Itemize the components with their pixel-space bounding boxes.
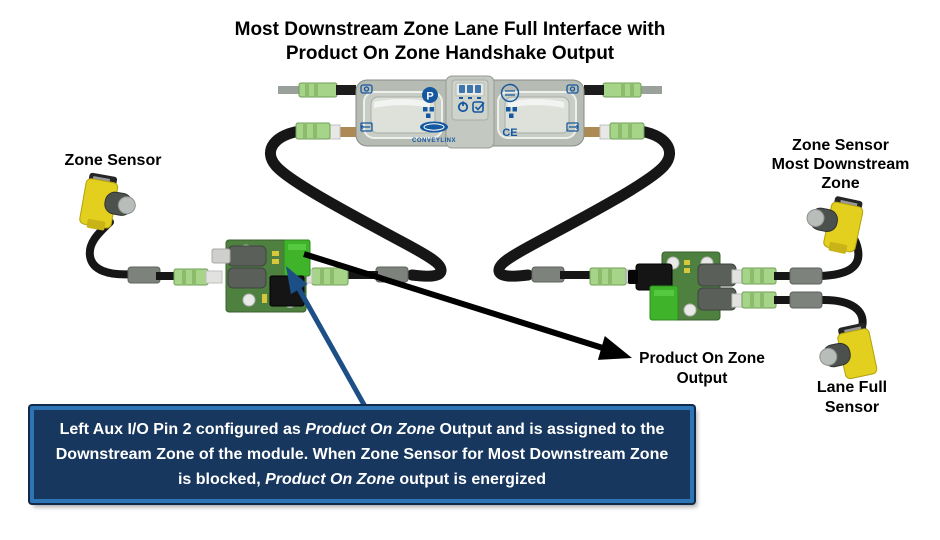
svg-text:P: P bbox=[426, 91, 433, 103]
left-sensor-port bbox=[338, 127, 356, 137]
m8-receptacle bbox=[227, 245, 267, 267]
m8-receptacle bbox=[697, 263, 737, 287]
right-breakout-board bbox=[531, 251, 823, 321]
right-motor-stub-cable bbox=[638, 86, 662, 94]
ce-mark: CE bbox=[502, 127, 517, 139]
callout-box: Left Aux I/O Pin 2 configured as Product… bbox=[30, 406, 694, 503]
zone-sensor-left-cable bbox=[85, 218, 138, 279]
left-motor-stub-cable bbox=[278, 86, 302, 94]
etl-logo-icon bbox=[500, 83, 520, 103]
m8-receptacle bbox=[697, 287, 737, 311]
callout-italic-2: Product On Zone bbox=[265, 471, 395, 488]
cable-ferrule bbox=[531, 266, 565, 283]
zone-sensor-most-downstream-label: Zone Sensor Most Downstream Zone bbox=[771, 137, 910, 192]
display-digits bbox=[459, 85, 481, 99]
m8-connector-green bbox=[741, 291, 777, 309]
io-arrows-icon bbox=[360, 122, 373, 132]
power-icon bbox=[457, 101, 469, 113]
callout-italic-1: Product On Zone bbox=[305, 421, 436, 438]
m8-connector-green bbox=[741, 267, 777, 285]
motor-icon bbox=[566, 84, 579, 94]
brand-oval-icon bbox=[420, 121, 448, 133]
page-title: Most Downstream Zone Lane Full Interface… bbox=[100, 18, 800, 66]
io-arrows-icon bbox=[566, 122, 579, 132]
right-fan-icon bbox=[506, 107, 517, 118]
module-left-cable bbox=[265, 125, 447, 282]
zone-sensor-label: Zone Sensor bbox=[64, 152, 162, 169]
check-icon bbox=[472, 101, 485, 113]
callout-text-3: output is energized bbox=[394, 471, 547, 488]
title-line-1: Most Downstream Zone Lane Full Interface… bbox=[234, 19, 666, 40]
module-right-cable bbox=[493, 125, 675, 282]
left-fan-icon bbox=[423, 107, 434, 118]
zone-sensor-most-downstream-device bbox=[806, 196, 864, 254]
screw bbox=[683, 303, 697, 317]
title-line-2: Product On Zone Handshake Output bbox=[285, 43, 615, 64]
cable-ferrule bbox=[789, 267, 823, 285]
callout-pointer-arrow bbox=[286, 266, 370, 412]
cable-ferrule bbox=[789, 291, 823, 309]
left-breakout-board bbox=[127, 239, 409, 313]
callout-text-1: Left Aux I/O Pin 2 configured as bbox=[59, 421, 306, 438]
zone-sensor-left-device bbox=[79, 172, 136, 231]
brand-text: CONVEYLINX bbox=[412, 138, 456, 144]
m8-receptacle bbox=[227, 267, 267, 289]
m8-connector-green bbox=[173, 268, 209, 286]
callout-text-2: Output and is assigned to the Downstream… bbox=[55, 421, 669, 488]
lane-full-sensor-device bbox=[819, 322, 878, 380]
cable-ferrule bbox=[127, 266, 161, 284]
product-on-zone-output-label: Product On Zone Output bbox=[639, 350, 765, 387]
pulseroller-logo-icon: P bbox=[422, 87, 438, 103]
right-sensor-port bbox=[584, 127, 602, 137]
product-on-zone-arrow bbox=[303, 251, 632, 360]
motor-icon bbox=[360, 84, 373, 94]
screw bbox=[242, 293, 256, 307]
lane-full-sensor-label: Lane Full Sensor bbox=[816, 379, 888, 416]
conveylinx-module: P CONVEYLINX CE bbox=[278, 75, 662, 149]
